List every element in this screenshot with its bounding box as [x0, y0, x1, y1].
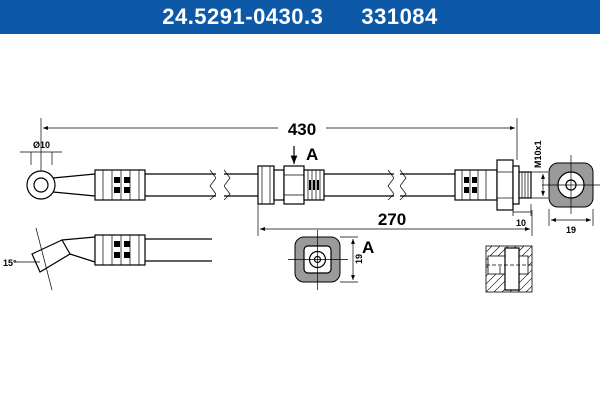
dimension-eye-diameter: Ø10: [20, 140, 62, 165]
hose-assembly: [26, 159, 532, 211]
end-fitting-hex: [496, 159, 514, 211]
left-ferrule: [94, 169, 146, 201]
dimension-partial-length: 270: [257, 204, 533, 236]
bend-angle-label: 15°: [3, 258, 17, 268]
partial-length-label: 270: [378, 210, 406, 229]
dimension-total-length: 430: [40, 118, 518, 180]
bent-ferrule: [94, 234, 146, 266]
section-view: [485, 245, 533, 293]
title-banner: 24.5291-0430.3 331084: [0, 0, 600, 34]
total-length-label: 430: [288, 120, 316, 139]
bent-banjo: [31, 239, 71, 273]
detail-arrow-a: A: [290, 145, 318, 164]
dimension-thread: M10x1 10: [512, 140, 548, 228]
end-view-hex: 19: [542, 155, 600, 235]
detail-a-view: 19 A: [288, 230, 374, 290]
fitting-width-label: 10: [516, 218, 526, 228]
detail-label-side: A: [362, 238, 374, 257]
reference-number: 331084: [361, 4, 438, 29]
middle-bracket-hex: [283, 165, 305, 205]
bent-end-side-view: 15°: [3, 227, 212, 291]
hex-size-end-label: 19: [566, 225, 576, 235]
technical-drawing: 430 Ø10: [3, 118, 600, 293]
eye-diameter-label: Ø10: [33, 140, 50, 150]
middle-bracket-left: [257, 165, 275, 205]
thread-label: M10x1: [533, 140, 543, 168]
part-number: 24.5291-0430.3: [162, 4, 324, 29]
banjo-eye-hole: [33, 177, 49, 193]
detail-label-top: A: [306, 145, 318, 164]
hex-size-detail-label: 19: [354, 254, 364, 264]
right-ferrule: [454, 169, 498, 201]
